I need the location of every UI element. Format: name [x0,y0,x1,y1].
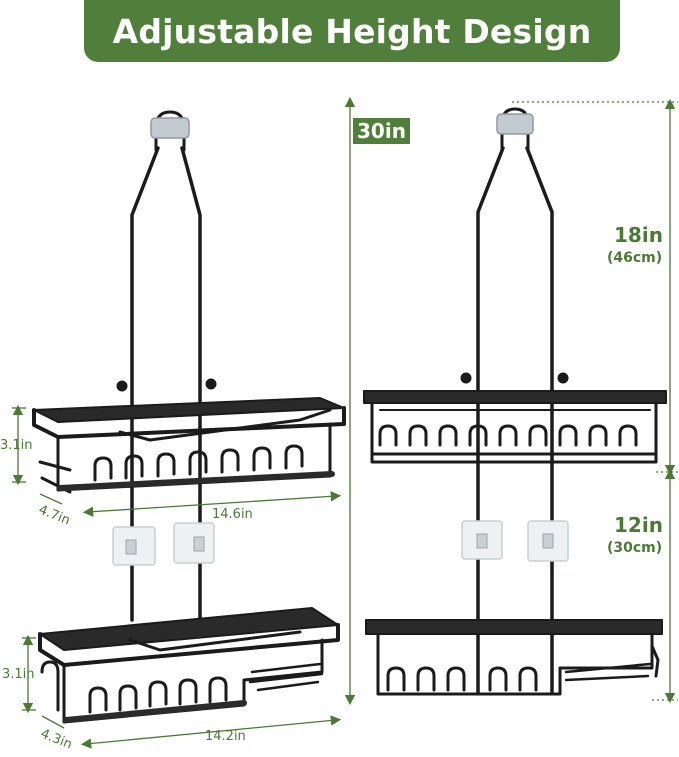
right-bottom-basket [365,619,663,696]
hook-icon [496,107,534,152]
right-top-basket [363,390,667,464]
title-banner: Adjustable Height Design [84,0,620,62]
right-rack [363,107,667,696]
upper-section-inches: 18in [614,223,663,247]
bottom-basket-width-label: 14.2in [205,729,246,744]
left-bottom-basket [38,607,340,724]
hook-icon [150,110,190,152]
banner-title: Adjustable Height Design [112,11,592,51]
total-height-badge: 30in [353,118,410,144]
top-basket-width-label: 14.6in [212,507,253,522]
top-basket-height-label: 3.1in [0,438,33,453]
left-top-basket [32,397,346,494]
dimension-lines [12,96,678,749]
lower-section-cm: (30cm) [607,540,663,556]
left-rack [32,110,346,724]
upper-section-cm: (46cm) [607,250,663,266]
lower-section-inches: 12in [614,513,663,537]
bottom-basket-height-label: 3.1in [2,667,35,682]
